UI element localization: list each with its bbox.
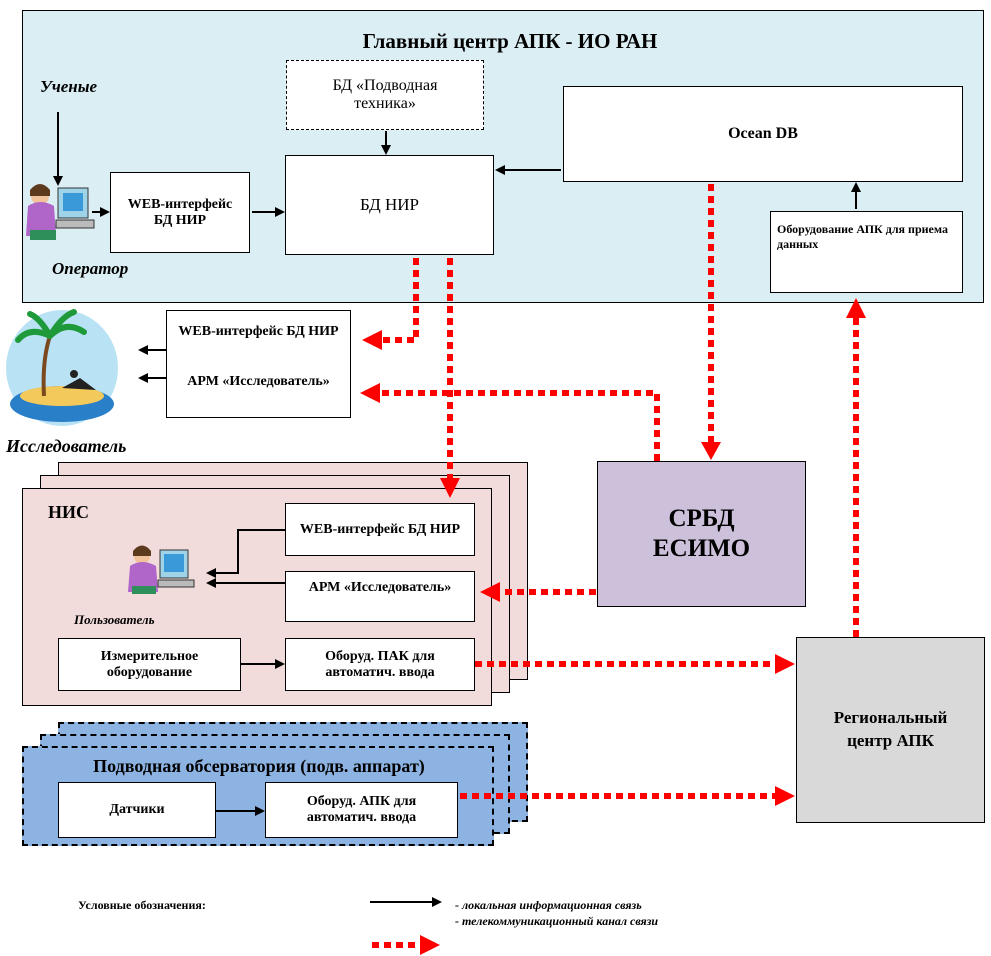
observatory-input-equipment-box: Оборуд. АПК для автоматич. ввода	[265, 782, 458, 838]
measuring-equipment-box: Измерительное оборудование	[58, 638, 241, 691]
db-nir-box: БД НИР	[285, 155, 494, 255]
researcher-label: Исследователь	[6, 435, 127, 456]
observatory-title: Подводная обсерватория (подв. аппарат)	[93, 755, 425, 776]
vessel-workstation-box: АРМ «Исследователь»	[285, 571, 475, 622]
vessel-title: НИС	[48, 501, 90, 522]
esimo-box: СРБД ЕСИМО	[597, 461, 806, 607]
operator-label: Оператор	[52, 259, 129, 278]
legend-title: Условные обозначения:	[78, 897, 206, 912]
vessel-web-interface-box: WEB-интерфейс БД НИР	[285, 503, 475, 556]
legend-telecom-link-text: - телекоммуникационный канал связи	[455, 913, 659, 928]
researcher-frame	[166, 310, 351, 418]
vessel-input-equipment-box: Оборуд. ПАК для автоматич. ввода	[285, 638, 475, 691]
researcher-workstation: АРМ «Исследователь»	[187, 374, 330, 389]
ocean-db-box: Ocean DB	[563, 86, 963, 182]
main-web-interface-box: WEB-интерфейс БД НИР	[110, 172, 250, 253]
main-center-title: Главный центр АПК - ИО РАН	[362, 28, 658, 53]
receiving-equipment-box: Оборудование АПК для приема данных	[770, 211, 963, 293]
researcher-web-interface: WEB-интерфейс БД НИР	[178, 324, 339, 339]
vessel-user-label: Пользователь	[74, 612, 155, 627]
legend-local-link-text: - локальная информационная связь	[455, 897, 642, 912]
regional-center-box: Региональный центр АПК	[796, 637, 985, 823]
operator-computer-icon	[26, 184, 95, 240]
vessel-user-computer-icon	[128, 545, 195, 594]
sensors-box: Датчики	[58, 782, 216, 838]
scientists-label: Ученые	[40, 77, 98, 96]
island-researcher-icon	[6, 309, 118, 426]
db-underwater-tech-box: БД «Подводная техника»	[286, 60, 484, 130]
